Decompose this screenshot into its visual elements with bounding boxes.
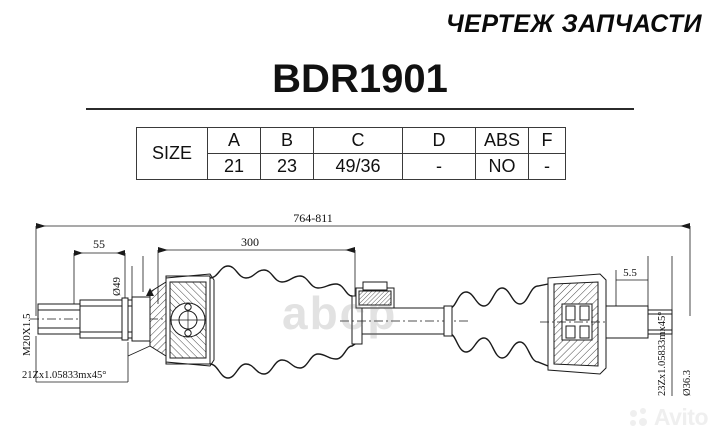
left-shaft-assembly: [30, 296, 175, 342]
center-shaft: [340, 281, 470, 335]
label-inner-length: 300: [241, 235, 259, 249]
table-row-values: 21 23 49/36 - NO -: [137, 153, 566, 180]
label-right-step: 5.5: [623, 267, 637, 279]
label-spline-length: 55: [93, 237, 105, 251]
dimension-overall-length: [35, 223, 691, 316]
right-boot-bellows: [443, 283, 549, 367]
column-header-c: C: [313, 127, 403, 154]
title-divider: [86, 108, 634, 110]
label-left-thread: M20X1.5: [21, 313, 33, 356]
leader-lines-left: [35, 336, 151, 383]
spec-row-label: SIZE: [136, 127, 208, 180]
label-flange-diameter: Ø49: [111, 277, 123, 296]
column-header-b: B: [260, 127, 314, 154]
column-header-abs: ABS: [475, 127, 529, 154]
part-number: BDR1901: [272, 57, 448, 101]
page-title: ЧЕРТЕЖ ЗАПЧАСТИ: [445, 10, 702, 38]
value-f: -: [528, 153, 566, 180]
column-header-f: F: [528, 127, 566, 154]
value-abs: NO: [475, 153, 529, 180]
dimension-right-step: [615, 256, 649, 314]
left-boot-bellows: [209, 265, 363, 379]
right-cv-joint: [540, 256, 673, 396]
leader-line-flange-diameter: [131, 256, 154, 300]
value-d: -: [402, 153, 476, 180]
spec-table: SIZE A B C D ABS F 21 23 49/36 - NO -: [136, 127, 566, 180]
value-c: 49/36: [313, 153, 403, 180]
label-right-spline-spec: 23Zx1.05833mx45°: [657, 312, 668, 396]
label-right-diameter: Ø36.3: [682, 370, 693, 396]
driveshaft-drawing-svg: 764-811 300 55 5.5 M20X1.5 Ø49 23Zx1.058…: [21, 211, 693, 396]
dimension-spline-length: [73, 250, 126, 304]
left-cv-joint: [149, 273, 215, 367]
value-b: 23: [260, 153, 314, 180]
technical-drawing: 764-811 300 55 5.5 M20X1.5 Ø49 23Zx1.058…: [0, 196, 720, 439]
label-left-spline-spec: 21Zx1.05833mx45°: [22, 370, 106, 381]
value-a: 21: [207, 153, 261, 180]
column-header-d: D: [402, 127, 476, 154]
table-row-headers: SIZE A B C D ABS F: [136, 127, 566, 180]
label-overall-length: 764-811: [293, 211, 333, 225]
column-header-a: A: [207, 127, 261, 154]
